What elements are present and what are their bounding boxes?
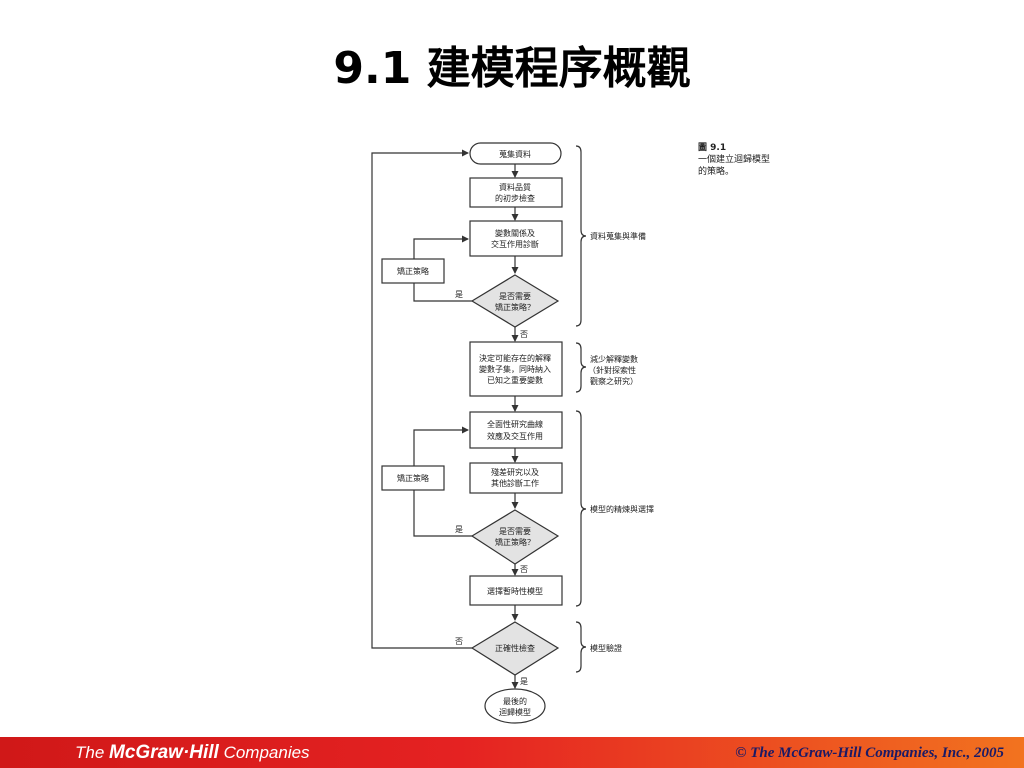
node-quality-label-2: 的初步檢查 (495, 193, 535, 203)
node-subset-label-3: 已知之重要變數 (487, 375, 543, 385)
node-remedy-b-label: 矯正策略 (397, 473, 429, 483)
phase-reduction-label-3: 觀察之研究） (590, 376, 638, 386)
node-validity-label: 正確性檢查 (495, 643, 535, 653)
copyright-notice: © The McGraw-Hill Companies, Inc., 2005 (735, 745, 1004, 761)
brand-name: McGraw·Hill (109, 742, 219, 763)
edge-decide-a-remedy-a (413, 283, 472, 302)
node-subset-selection (469, 341, 563, 397)
phase-collection-label: 資料蒐集與準備 (590, 231, 646, 241)
node-remedy-a-label: 矯正策略 (397, 266, 429, 276)
node-residual-study (469, 462, 563, 494)
slide-title: 9.1 建模程序概觀 (333, 43, 691, 94)
edge-label-yes-a: 是 (455, 290, 463, 299)
edge-remedy-b-curv (413, 426, 469, 466)
node-curv-label-2: 效應及交互作用 (487, 431, 543, 441)
figure-caption-line-1: 一個建立迴歸模型 (698, 153, 770, 165)
figure-caption-number: 圖 9.1 (698, 142, 726, 153)
node-decision-a-label-1: 是否需要 (499, 292, 531, 301)
node-validity-check (470, 621, 560, 676)
node-decision-b-label-2: 矯正策略？ (495, 537, 535, 547)
edge-label-yes-c: 是 (520, 677, 528, 686)
phase-reduction-label-2: （針對探索性 (588, 365, 636, 375)
brace-reduction (575, 342, 587, 393)
phase-refinement-label: 模型的精煉與選擇 (590, 504, 654, 514)
edge-label-no-a: 否 (520, 330, 528, 339)
node-decision-a-label-2: 矯正策略？ (495, 302, 535, 312)
node-resid-label-1: 殘差研究以及 (491, 467, 539, 477)
edge-validity-collect (371, 149, 472, 649)
brand-suffix: Companies (218, 743, 310, 762)
node-tentative-model (469, 575, 563, 606)
node-resid-label-2: 其他診斷工作 (491, 478, 539, 488)
modeling-flowchart: 蒐集資料 資料品質 的初步檢查 變數關係及 交互作用診斷 矯正策略 是否需要 矯… (371, 142, 770, 724)
phase-reduction-label-1: 減少解釋變數 (590, 354, 638, 364)
edge-label-yes-b: 是 (455, 525, 463, 534)
node-decision-b-label-1: 是否需要 (499, 527, 531, 536)
figure-caption-line-2: 的策略。 (698, 165, 734, 177)
node-collect-data (469, 142, 562, 165)
edge-label-no-b: 否 (520, 565, 528, 574)
footer-bar: The McGraw·Hill Companies © The McGraw-H… (0, 737, 1024, 768)
node-remedy-a (381, 258, 445, 284)
node-final-model (484, 688, 546, 724)
node-subset-label-2: 變數子集，同時納入 (479, 364, 551, 374)
node-tentative-label: 選擇暫時性模型 (487, 586, 543, 596)
brand-prefix: The (75, 743, 110, 762)
node-final-label-1: 最後的 (503, 696, 527, 706)
node-remedy-b (381, 465, 445, 491)
node-curvature-study (469, 411, 563, 449)
node-diag-label-1: 變數關係及 (495, 228, 535, 238)
edge-label-no-c: 否 (455, 637, 463, 646)
node-decision-b (470, 509, 560, 565)
brace-collection (575, 145, 587, 327)
brace-refinement (575, 410, 587, 607)
node-quality-check (469, 177, 563, 208)
node-curv-label-1: 全面性研究曲線 (487, 419, 543, 429)
node-quality-label-1: 資料品質 (499, 182, 531, 192)
node-diag-label-2: 交互作用診斷 (491, 239, 539, 249)
mcgraw-hill-logo: The McGraw·Hill Companies (75, 741, 310, 765)
node-collect-label: 蒐集資料 (499, 149, 531, 159)
node-decision-a (470, 274, 560, 328)
node-subset-label-1: 決定可能存在的解釋 (479, 353, 551, 363)
node-relationship-diagnostics (469, 220, 563, 257)
brace-validation (575, 621, 587, 673)
edge-decide-b-remedy-b (413, 490, 472, 537)
edge-remedy-a-diag (413, 235, 469, 259)
phase-validation-label: 模型驗證 (590, 643, 622, 653)
node-final-label-2: 迴歸模型 (499, 707, 531, 717)
